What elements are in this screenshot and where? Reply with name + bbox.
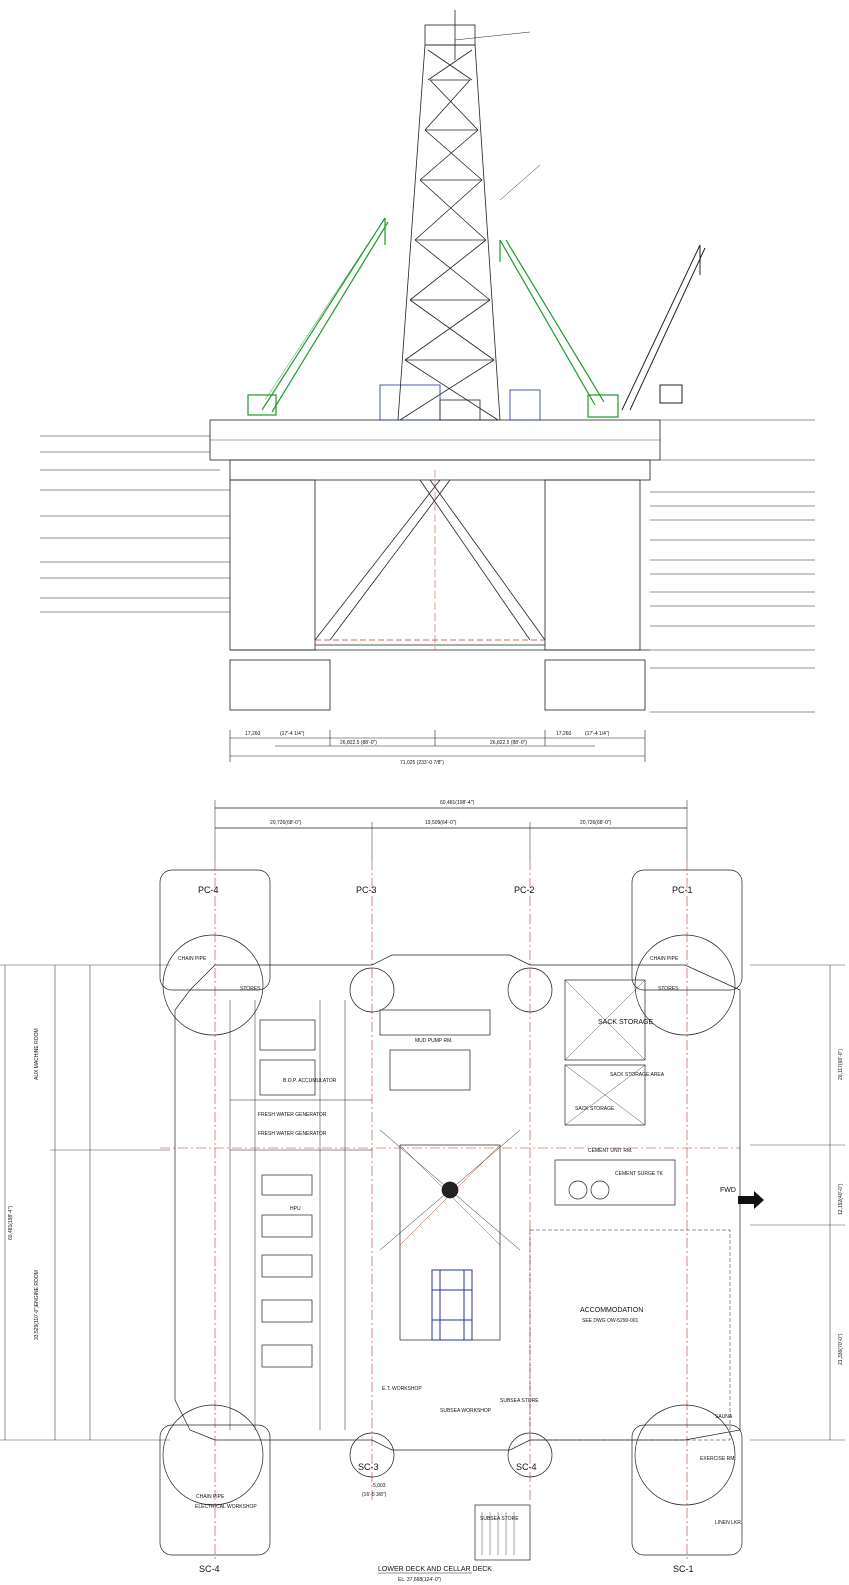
columns-and-bracing [229,470,641,651]
room-fresh-water-2: FRESH WATER GENERATOR [258,1131,327,1137]
crane-left [247,217,389,416]
plan-dim-col-spacing: 5,003 [373,1483,386,1489]
room-fresh-water-1: FRESH WATER GENERATOR [258,1112,327,1118]
room-sauna: SAUNA [715,1414,733,1420]
room-subsea-workshop: SUBSEA WORKSHOP [440,1408,492,1414]
forward-arrow-icon [738,1191,764,1209]
dim-right-half: 26,822.5 (88'-0") [490,740,527,746]
crane-right [499,239,619,418]
derrick [397,10,541,421]
room-accommodation-ref: SEE DWG OW-5290-001 [582,1318,639,1324]
dim-left-span: (17'-4 1/4") [280,731,305,737]
pontoons [229,649,650,711]
column-label-pc4: PC-4 [198,885,219,895]
column-label-pc1: PC-1 [672,885,693,895]
label-right-top: 20,117(66'-0") [838,1049,844,1080]
column-label-sc3: SC-3 [358,1462,379,1472]
plan-dim-col-spacing-imperial: (16'-5 3/8") [362,1492,387,1498]
left-level-lines [40,435,230,613]
room-mud-pump: MUD PUMP RM. [415,1038,453,1044]
room-subsea-store-bottom: SUBSEA STORE [480,1516,519,1522]
label-left-overall: 60,481(198'-4") [8,1206,14,1240]
plan-dim-mid: 19,509(64'-0") [425,820,457,826]
crane-right-outer [621,244,706,411]
column-label-sc4-mid: SC-4 [516,1462,537,1472]
plan-title: LOWER DECK AND CELLAR DECK [378,1566,492,1573]
room-cement-unit: CEMENT UNIT RM. [588,1148,633,1154]
room-linen-locker: LINEN LKR. [715,1520,742,1526]
room-sack-storage: SACK STORAGE [598,1019,653,1026]
label-engine-room: 33,529(110'-0")ENGINE ROOM [34,1270,40,1340]
column-label-sc1: SC-1 [673,1564,694,1574]
room-accommodation: ACCOMMODATION [580,1307,643,1314]
plan-subtitle: EL. 37,668(124'-0") [398,1577,441,1583]
room-chain-pipe-left: CHAIN PIPE [178,956,207,962]
dim-overall: 71,025 (233'-0 7/8") [400,760,444,766]
label-fwd: FWD [720,1187,736,1194]
room-sack-storage-2: SACK STORAGE [575,1106,615,1112]
plan-view [0,800,845,1574]
room-sack-storage-area: SACK STORAGE AREA [610,1072,665,1078]
room-exercise: EXERCISE RM. [700,1456,736,1462]
elevation-dimension-lines [229,730,646,762]
label-right-bot: 21,336(70'-0") [838,1333,844,1365]
column-label-sc4-left: SC-4 [199,1564,220,1574]
room-stores-right: STORES [658,986,679,992]
label-right-mid: 12,192(40'-0") [838,1183,844,1215]
dim-right-span: (17'-4 1/4") [585,731,610,737]
right-level-lines [650,419,815,713]
room-chain-pipe-right: CHAIN PIPE [650,956,679,962]
room-et-workshop: E.T. WORKSHOP [382,1386,422,1392]
dim-left-half: 26,822.5 (88'-0") [340,740,377,746]
column-label-pc3: PC-3 [356,885,377,895]
room-cement-surge: CEMENT SURGE TK [615,1171,664,1177]
plan-dim-overall: 60,481(198'-4") [440,800,474,806]
dim-left-pontoon: 17,260 [245,731,261,737]
dim-right-pontoon: 17,260 [556,731,572,737]
label-aux-machine-room: AUX MACHINE ROOM [34,1028,40,1080]
room-bop-accumulator: B.O.P. ACCUMULATOR [283,1078,337,1084]
room-stores-left: STORES [240,986,261,992]
column-label-pc2: PC-2 [514,885,535,895]
room-subsea-store: SUBSEA STORE [500,1398,539,1404]
plan-dim-right: 20,726(68'-0") [580,820,612,826]
elevation-view [40,10,815,762]
room-hpu: HPU [290,1206,301,1212]
room-chain-pipe-bottom-left: CHAIN PIPE [196,1494,225,1500]
plan-dim-left: 20,726(68'-0") [270,820,302,826]
upper-hull [209,384,661,481]
room-electrical-workshop: ELECTRICAL WORKSHOP [195,1504,257,1510]
